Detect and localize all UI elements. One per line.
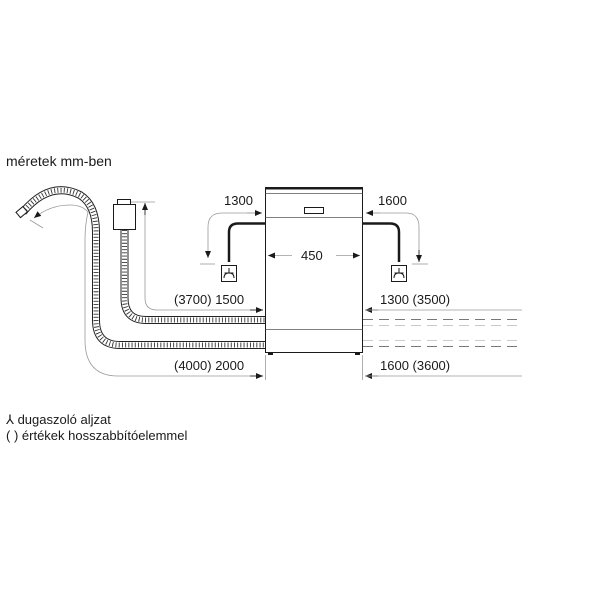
dim-inlet-right: 1300 (3500) <box>380 292 451 307</box>
right-power-cord <box>363 210 428 282</box>
dishwasher-body <box>265 187 363 355</box>
inlet-hose <box>113 199 265 324</box>
dim-inlet-left: (3700) 1500 <box>174 292 245 307</box>
legend-socket: ⅄ dugaszoló aljzat <box>6 412 111 427</box>
legend-socket-label: dugaszoló aljzat <box>17 412 111 427</box>
dim-drain-left: (4000) 2000 <box>174 358 245 373</box>
diagram-title: méretek mm-ben <box>6 153 112 169</box>
socket-icon: ⅄ <box>6 412 14 427</box>
parentheses-icon: ( ) <box>6 428 19 443</box>
legend-extension: ( ) értékek hosszabbítóelemmel <box>6 428 187 443</box>
dim-width: 450 <box>301 248 323 263</box>
right-extension-lines <box>363 307 522 379</box>
dim-top-left: 1300 <box>224 193 253 208</box>
drain-hose <box>15 186 265 379</box>
left-power-cord <box>200 210 265 282</box>
dim-drain-right: 1600 (3600) <box>380 358 451 373</box>
legend-extension-label: értékek hosszabbítóelemmel <box>21 428 188 443</box>
dim-top-right: 1600 <box>378 193 407 208</box>
